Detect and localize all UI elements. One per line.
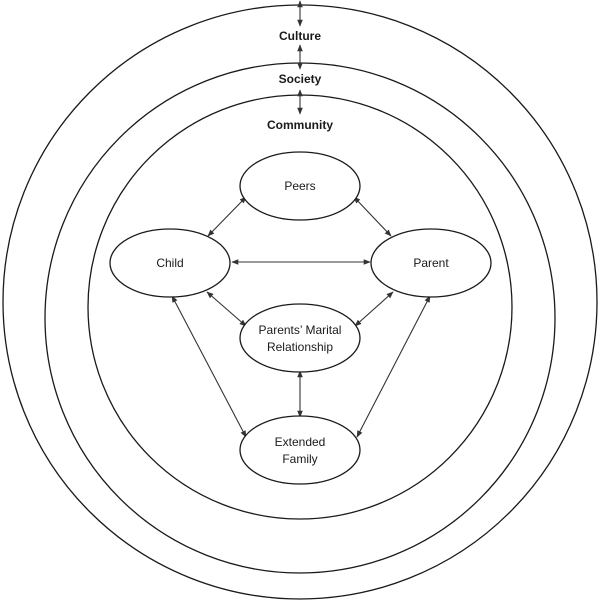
culture-label: Culture xyxy=(279,29,321,43)
parent-marital-arrow xyxy=(354,291,394,327)
child-marital-arrow xyxy=(206,291,247,327)
child-extended-arrow xyxy=(171,295,247,438)
society-label: Society xyxy=(279,72,322,86)
extended-family-node: Extended Family xyxy=(239,415,361,485)
peers-node-label: Peers xyxy=(284,179,315,193)
child-node-label: Child xyxy=(156,256,183,270)
community-label: Community xyxy=(267,118,333,132)
marital-relationship-label-line2: Relationship xyxy=(267,340,333,354)
peers-node: Peers xyxy=(239,151,361,221)
extended-family-node-shape xyxy=(239,415,361,485)
child-node-shape xyxy=(109,228,231,298)
culture-label-bg xyxy=(270,27,330,45)
parent-node-shape xyxy=(370,228,492,298)
marital-relationship-label-line1: Parents’ Marital xyxy=(259,323,342,337)
community-label-bg xyxy=(261,115,339,133)
extended-family-label-line1: Extended xyxy=(275,435,326,449)
peers-node-shape xyxy=(239,151,361,221)
parent-node-label: Parent xyxy=(413,256,449,270)
society-label-bg xyxy=(271,70,329,88)
child-node: Child xyxy=(109,228,231,298)
parent-extended-arrow xyxy=(356,295,431,438)
marital-relationship-node: Parents’ Marital Relationship xyxy=(239,303,361,373)
marital-relationship-node-shape xyxy=(239,303,361,373)
peers-parent-arrow xyxy=(353,196,392,237)
parent-node: Parent xyxy=(370,228,492,298)
extended-family-label-line2: Family xyxy=(282,452,317,466)
child-peers-arrow xyxy=(207,196,247,237)
